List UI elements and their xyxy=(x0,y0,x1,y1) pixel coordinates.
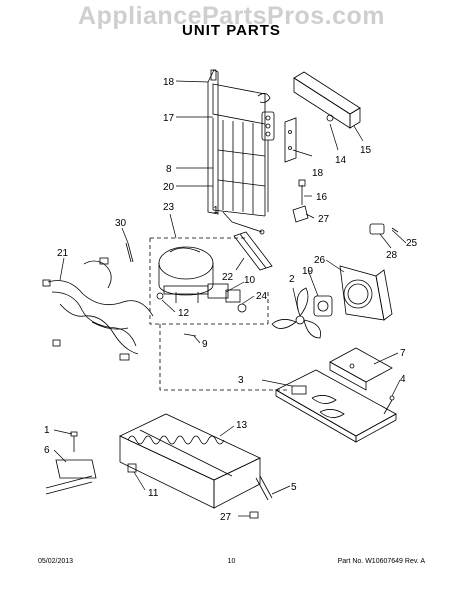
callout-22: 22 xyxy=(222,272,234,283)
drain-tube xyxy=(255,475,273,501)
watermark: AppliancePartsPros.com xyxy=(78,2,385,30)
callout-12: 12 xyxy=(178,308,190,319)
callout-14: 14 xyxy=(335,155,347,166)
page-title: UNIT PARTS xyxy=(182,22,281,39)
wire-harness xyxy=(42,257,154,361)
callout-labels: 18 17 8 20 18 14 15 16 27 1 23 30 21 22 … xyxy=(44,77,418,523)
mounting-screw xyxy=(383,395,395,415)
callout-2: 2 xyxy=(289,274,295,285)
callout-19: 19 xyxy=(302,266,314,277)
callout-3: 3 xyxy=(238,375,244,386)
relay-and-overload xyxy=(225,289,247,313)
callout-6: 6 xyxy=(44,445,50,456)
callout-4: 4 xyxy=(400,374,406,385)
wire-lead xyxy=(125,242,134,263)
process-tube xyxy=(231,221,265,235)
bottom-clip xyxy=(249,511,259,519)
footer-date: 05/02/2013 xyxy=(38,558,74,565)
small-bushing xyxy=(183,333,197,337)
filter-drier xyxy=(233,231,273,271)
footer-page-number: 10 xyxy=(227,558,236,565)
clamp-and-screw xyxy=(45,431,97,495)
callout-8: 8 xyxy=(166,164,172,175)
condenser-assembly xyxy=(207,69,275,217)
fan-blade xyxy=(271,287,322,339)
callout-5: 5 xyxy=(291,482,297,493)
fan-shroud xyxy=(339,265,393,321)
drain-pan-heater xyxy=(119,413,261,509)
callout-1-bottom: 1 xyxy=(44,425,50,436)
fan-motor xyxy=(313,295,333,317)
callout-11: 11 xyxy=(148,488,159,499)
callout-26: 26 xyxy=(314,255,326,266)
callout-18-top: 18 xyxy=(163,77,175,88)
callout-1-top: 1 xyxy=(213,205,219,216)
callout-21: 21 xyxy=(57,248,69,259)
condenser-bracket-right xyxy=(284,117,297,163)
callout-27-top: 27 xyxy=(318,214,330,225)
callout-18-right: 18 xyxy=(312,168,324,179)
callout-10: 10 xyxy=(244,275,256,286)
callout-17: 17 xyxy=(163,113,175,124)
callout-7: 7 xyxy=(400,348,406,359)
leader-lines xyxy=(53,80,407,517)
screw-and-clip xyxy=(292,179,309,223)
callout-28: 28 xyxy=(386,250,398,261)
callout-24: 24 xyxy=(256,291,268,302)
compressor xyxy=(156,246,229,303)
callout-23: 23 xyxy=(163,202,175,213)
callout-30: 30 xyxy=(115,218,127,229)
mounting-bracket xyxy=(329,347,393,391)
footer-part-number: Part No. W10607649 Rev. A xyxy=(337,558,425,565)
mounting-grommet xyxy=(127,463,137,473)
condenser-channel xyxy=(293,71,361,129)
callout-25: 25 xyxy=(406,238,418,249)
callout-27-bottom: 27 xyxy=(220,512,232,523)
callout-20: 20 xyxy=(163,182,175,193)
machine-compartment-base xyxy=(275,369,397,443)
callout-9: 9 xyxy=(202,339,208,350)
drain-plug xyxy=(369,223,399,235)
callout-13: 13 xyxy=(236,420,248,431)
assembly-boundary xyxy=(149,237,290,391)
callout-16: 16 xyxy=(316,192,328,203)
callout-15: 15 xyxy=(360,145,372,156)
